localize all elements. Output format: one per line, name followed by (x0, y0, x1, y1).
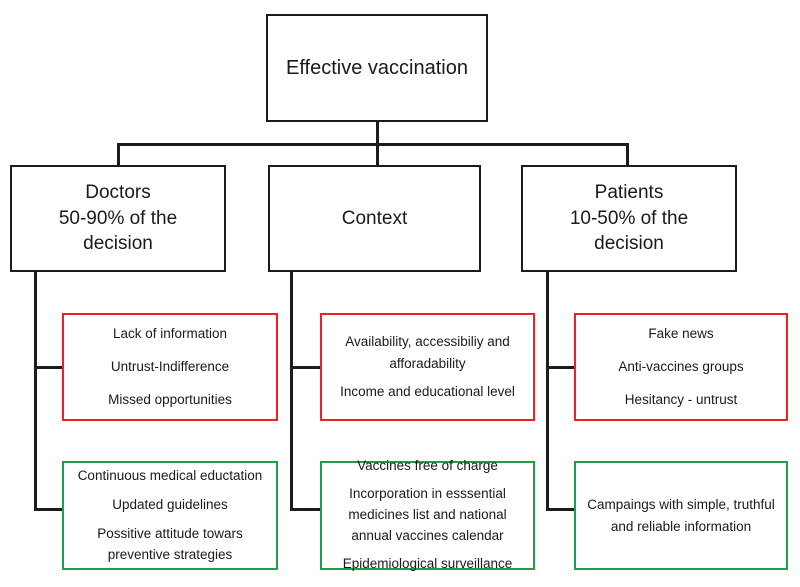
connector-distribution-bus (117, 143, 629, 146)
connector-stub-patients-risk (546, 366, 576, 369)
connector-drop-doctors (117, 143, 120, 167)
node-root-label: Effective vaccination (286, 56, 468, 79)
node-doctors: Doctors 50-90% of the decision (10, 165, 226, 272)
node-effective-vaccination: Effective vaccination (266, 14, 488, 122)
connector-spine-patients (546, 271, 549, 511)
connector-stub-context-risk (290, 366, 322, 369)
connector-drop-patients (626, 143, 629, 167)
connector-spine-doctors (34, 271, 37, 511)
node-context-barriers: Availability, accessibiliy and afforadab… (320, 313, 535, 421)
node-patients-barriers: Fake news Anti-vaccines groups Hesitancy… (574, 313, 788, 421)
node-context: Context (268, 165, 481, 272)
node-doctors-solutions-line: Continuous medical eductation (77, 468, 263, 484)
node-doctors-solutions-line: Possitive attitude towars preventive str… (97, 525, 243, 563)
node-context-solutions-line: Epidemiological surveillance (342, 555, 513, 571)
node-patients-solutions: Campaings with simple, truthful and reli… (574, 461, 788, 570)
node-doctors-barriers: Lack of information Untrust-Indifference… (62, 313, 278, 421)
connector-stub-context-solution (290, 508, 322, 511)
connector-stub-patients-solution (546, 508, 576, 511)
node-patients-barriers-line: Anti-vaccines groups (618, 358, 744, 374)
node-doctors-subtitle-2: decision (83, 233, 153, 255)
node-context-solutions: Vaccines free of charge Incorporation in… (320, 458, 535, 571)
node-patients-barriers-line: Hesitancy - untrust (624, 392, 738, 408)
node-context-barriers-line: Income and educational level (340, 384, 515, 400)
node-context-solutions-line: Incorporation in esssential medicines li… (348, 486, 507, 543)
node-doctors-barriers-line: Lack of information (112, 325, 228, 341)
node-patients-subtitle-1: 10-50% of the (569, 207, 689, 229)
node-context-title: Context (341, 207, 408, 229)
node-context-barriers-line: Availability, accessibiliy and afforadab… (345, 334, 510, 371)
connector-drop-context (376, 143, 379, 167)
node-doctors-barriers-line: Untrust-Indifference (110, 358, 230, 374)
node-doctors-barriers-line: Missed opportunities (108, 392, 232, 408)
node-doctors-solutions-line: Updated guidelines (112, 496, 228, 512)
node-patients-subtitle-2: decision (594, 233, 664, 255)
node-doctors-solutions: Continuous medical eductation Updated gu… (62, 461, 278, 570)
connector-stub-doctors-risk (34, 366, 64, 369)
node-patients: Patients 10-50% of the decision (521, 165, 737, 272)
connector-stub-doctors-solution (34, 508, 64, 511)
node-doctors-subtitle-1: 50-90% of the (58, 207, 178, 229)
node-doctors-title: Doctors (85, 182, 151, 204)
node-patients-barriers-line: Fake news (648, 325, 714, 341)
connector-spine-context (290, 271, 293, 511)
node-context-solutions-line: Vaccines free of charge (357, 458, 498, 474)
node-patients-title: Patients (594, 182, 664, 204)
node-patients-solutions-line: Campaings with simple, truthful and reli… (587, 496, 775, 534)
